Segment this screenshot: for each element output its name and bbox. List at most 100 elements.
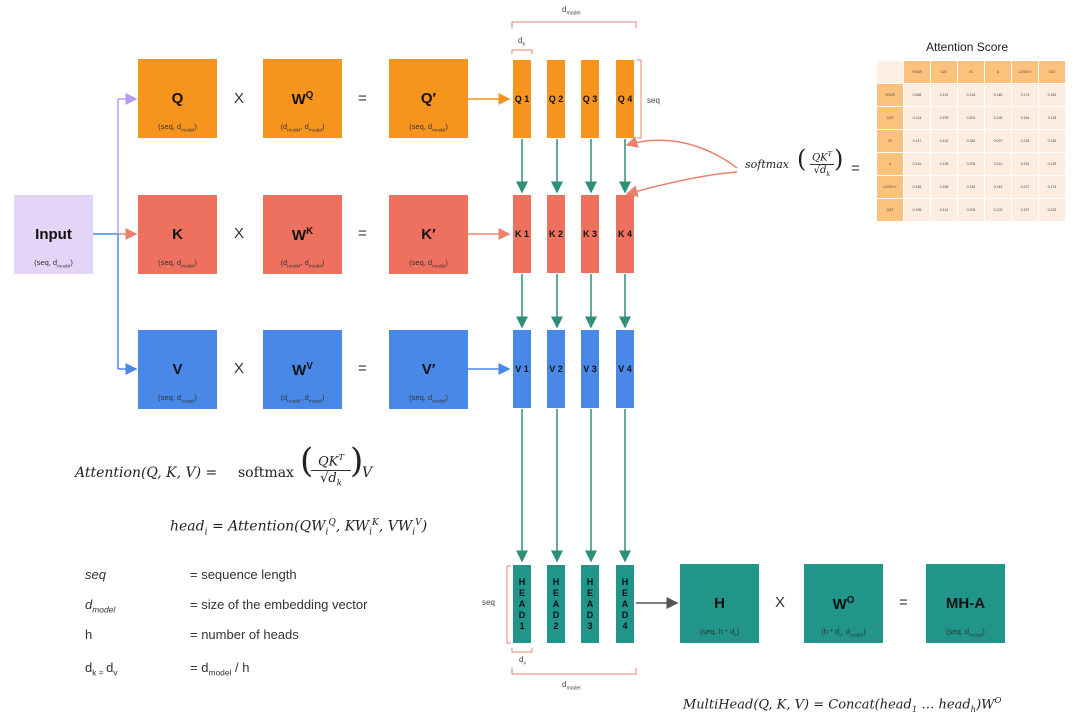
k-box: K (seq, dmodel) (138, 195, 217, 274)
head-column-4: HEAD4 (616, 565, 634, 643)
h-label: H (714, 595, 725, 612)
k-prime-box: K′ (seq, dmodel) (389, 195, 468, 274)
v-shape: (seq, dmodel) (158, 392, 197, 405)
q-times-sign: X (234, 90, 245, 107)
v-times-sign: X (234, 360, 245, 377)
wq-shape: (dmodel, dmodel) (280, 121, 325, 134)
wo-shape: (h * dv, dmodel) (821, 626, 866, 639)
q-box: Q (seq, dmodel) (138, 59, 217, 138)
mh-equals-sign: = (899, 594, 908, 611)
softmax-paren-left: ( (797, 145, 807, 173)
attention-header-row: YOUR CAT IS A LOVELY CAT (876, 60, 1066, 84)
attention-formula-v: V (362, 465, 373, 481)
k-shape: (seq, dmodel) (158, 257, 197, 270)
legend-term-seq: seq (85, 567, 106, 582)
input-box: Input (seq, dmodel) (14, 195, 93, 274)
h-box: H (seq, h * dv) (680, 564, 759, 643)
attention-formula-softmax: softmax (238, 465, 294, 481)
k-column-1: K 1 (513, 195, 531, 273)
head-column-2: HEAD2 (547, 565, 565, 643)
k-prime-label: K′ (421, 226, 436, 243)
wo-label: WO (832, 594, 855, 613)
mha-box: MH-A (seq, dmodel) (926, 564, 1005, 643)
legend-desc-dk-dv: = dmodel / h (190, 660, 250, 678)
q-column-3: Q 3 (581, 60, 599, 138)
wq-label: WQ (291, 89, 314, 108)
q-label: Q (171, 90, 184, 107)
wv-shape: (dmodel, dmodel) (280, 392, 325, 405)
legend-desc-seq: = sequence length (190, 567, 297, 582)
legend-desc-h: = number of heads (190, 627, 299, 642)
q-column-4: Q 4 (616, 60, 634, 138)
input-shape: (seq, dmodel) (34, 257, 73, 270)
legend-term-h: h (85, 627, 93, 642)
softmax-fraction: QKT √dk (810, 150, 834, 179)
seq-left-label: seq (482, 598, 495, 607)
mha-shape: (seq, dmodel) (946, 626, 985, 639)
v-prime-shape: (seq, dmodel) (409, 392, 448, 405)
softmax-to-q-arrow (625, 136, 738, 169)
wv-label: WV (292, 360, 313, 379)
dmodel-top-label: dmodel (562, 5, 581, 17)
column-flow-arrows (516, 139, 631, 563)
v-prime-label: V′ (421, 361, 436, 378)
brackets (506, 21, 642, 675)
wk-shape: (dmodel, dmodel) (280, 257, 325, 270)
wk-label: WK (291, 225, 314, 244)
input-label: Input (35, 226, 72, 243)
q-shape: (seq, dmodel) (158, 121, 197, 134)
v-equals-sign: = (358, 360, 367, 377)
q-prime-shape: (seq, dmodel) (409, 121, 448, 134)
k-column-4: K 4 (616, 195, 634, 273)
dv-label: dv (519, 655, 527, 667)
wq-box: WQ (dmodel, dmodel) (263, 59, 342, 138)
v-prime-box: V′ (seq, dmodel) (389, 330, 468, 409)
v-box: V (seq, dmodel) (138, 330, 217, 409)
attention-paren-left: ( (300, 441, 314, 481)
k-times-sign: X (234, 225, 245, 242)
head-formula: headi = Attention(QWiQ, KWiK, VWiV) (170, 518, 428, 538)
softmax-to-k-arrow (625, 171, 738, 198)
h-shape: (seq, h * dv) (699, 626, 740, 639)
k-column-2: K 2 (547, 195, 565, 273)
h-times-sign: X (775, 594, 786, 611)
q-column-1: Q 1 (513, 60, 531, 138)
softmax-equals: = (851, 160, 860, 177)
mha-label: MH-A (945, 595, 986, 612)
q-prime-box: Q′ (seq, dmodel) (389, 59, 468, 138)
wv-box: WV (dmodel, dmodel) (263, 330, 342, 409)
seq-right-label: seq (647, 96, 660, 105)
wk-box: WK (dmodel, dmodel) (263, 195, 342, 274)
q-prime-label: Q′ (420, 90, 437, 107)
wo-box: WO (h * dv, dmodel) (804, 564, 883, 643)
k-column-3: K 3 (581, 195, 599, 273)
dmodel-bottom-label: dmodel (562, 680, 581, 692)
k-label: K (172, 226, 183, 243)
head-column-3: HEAD3 (581, 565, 599, 643)
input-branch-lines (93, 93, 138, 375)
q-column-2: Q 2 (547, 60, 565, 138)
legend-desc-dmodel: = size of the embedding vector (190, 597, 368, 612)
attention-fraction: QKT √dk (311, 452, 351, 488)
v-column-1: V 1 (513, 330, 531, 408)
head-column-1: HEAD1 (513, 565, 531, 643)
multihead-formula: MultiHead(Q, K, V) = Concat(head1 … head… (683, 695, 1002, 714)
attention-paren-right: ) (350, 441, 364, 481)
legend-term-dk-dv: dk = dv (85, 660, 118, 678)
v-column-2: V 2 (547, 330, 565, 408)
softmax-paren-right: ) (834, 145, 844, 173)
softmax-fn: softmax (745, 158, 789, 171)
attention-score-title: Attention Score (926, 40, 1009, 54)
legend-term-dmodel: dmodel (85, 597, 116, 615)
k-equals-sign: = (358, 225, 367, 242)
q-equals-sign: = (358, 90, 367, 107)
v-column-4: V 4 (616, 330, 634, 408)
